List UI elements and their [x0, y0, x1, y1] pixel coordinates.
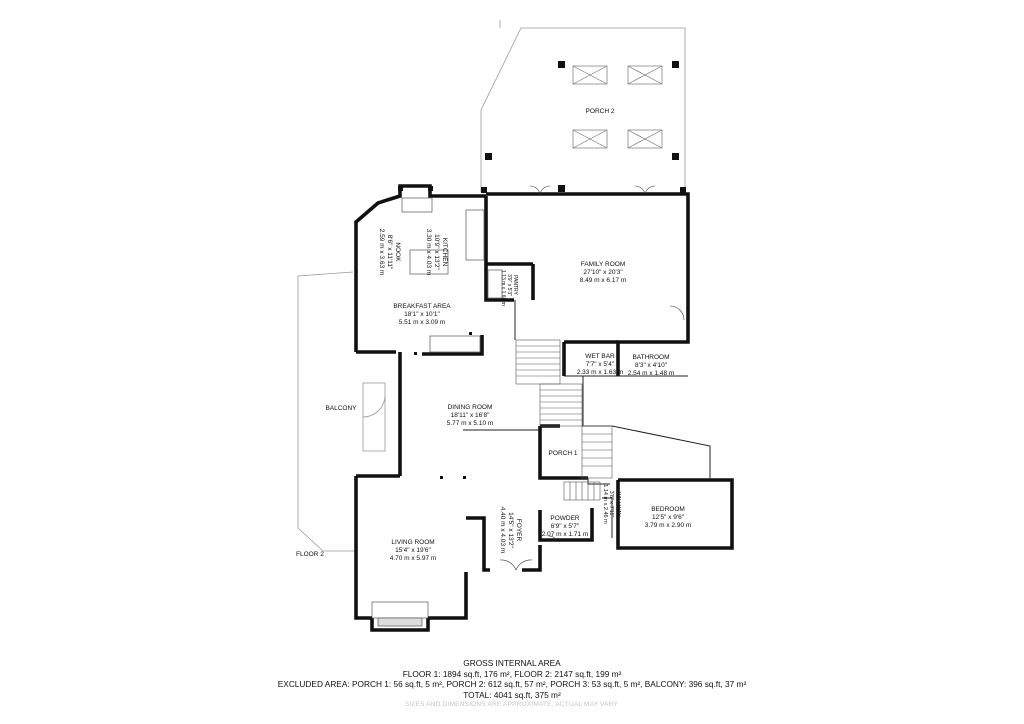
room-dim-metric: 1.14 m x 2.46 m: [602, 484, 608, 524]
room-dim-imperial: 27'10" x 20'3": [583, 269, 623, 276]
room-name: LIVING ROOM: [391, 539, 435, 546]
room-dim-imperial: 3'8" x 7'11": [608, 490, 615, 518]
room-dim-imperial: 10'9" x 13'2": [433, 234, 440, 270]
fireplace: [371, 601, 429, 627]
room-dim-imperial: 6'9" x 5'7": [550, 523, 580, 530]
room-dim-imperial: 14'5" x 13'2": [507, 512, 514, 548]
walls: [354, 184, 734, 632]
room-label-family-room: FAMILY ROOM 27'10" x 20'3" 8.49 m x 6.17…: [568, 261, 638, 285]
room-label-pantry: PANTRY 3'9" x 5'3" 1.13 m x 1.60 m: [500, 270, 518, 306]
doors: [499, 185, 685, 571]
room-dim-imperial: 15'4" x 19'6": [395, 547, 431, 554]
room-dim-imperial: 3'9" x 5'3": [506, 274, 512, 296]
room-name: BREAKFAST AREA: [393, 303, 451, 310]
room-name: PANTRY: [512, 275, 518, 295]
room-dim-metric: 2.33 m x 1.63 m: [576, 369, 624, 376]
stairs: [515, 339, 613, 501]
room-dim-imperial: 12'5" x 9'6": [651, 514, 685, 521]
room-name: NOOK: [394, 242, 401, 262]
summary-total: TOTAL: 4041 sq.ft, 375 m²: [463, 689, 561, 700]
room-name: BATHROOM: [632, 354, 670, 361]
room-dim-metric: 8.49 m x 6.17 m: [579, 277, 627, 284]
room-label-hallway: HALLWAY 3'8" x 7'11" 1.14 m x 2.46 m: [602, 483, 621, 525]
room-dim-imperial: 7'7" x 5'4": [585, 361, 615, 368]
room-name: FAMILY ROOM: [580, 261, 626, 268]
room-name: FOYER: [515, 518, 522, 542]
room-dim-metric: 5.51 m x 3.09 m: [398, 319, 446, 326]
room-dim-metric: 2.07 m x 1.71 m: [541, 531, 589, 538]
disclaimer: SIZES AND DIMENSIONS ARE APPROXIMATE, AC…: [404, 701, 620, 709]
room-dim-imperial: 8'6" x 11'11": [386, 234, 393, 270]
room-label-kitchen: KITCHEN 10'9" x 13'2" 3.30 m x 4.03 m: [424, 222, 448, 282]
porch-posts: [485, 61, 679, 192]
room-name: POWDER: [550, 515, 580, 522]
room-label-balcony: BALCONY: [318, 405, 364, 413]
room-dim-imperial: 18'1" x 10'1": [404, 311, 440, 318]
room-name: PORCH 1: [548, 450, 578, 457]
summary-floors: FLOOR 1: 1894 sq.ft, 176 m², FLOOR 2: 21…: [402, 668, 622, 679]
room-label-breakfast-area: BREAKFAST AREA 18'1" x 10'1" 5.51 m x 3.…: [387, 303, 457, 327]
room-dim-imperial: 18'11" x 16'8": [450, 412, 490, 419]
room-dim-metric: 3.79 m x 2.90 m: [644, 522, 692, 529]
summary-title: GROSS INTERNAL AREA: [463, 658, 561, 668]
room-label-bedroom: BEDROOM 12'5" x 9'6" 3.79 m x 2.90 m: [638, 506, 698, 530]
porch2-outline: [480, 20, 686, 192]
room-label-foyer: FOYER 14'5" x 13'2" 4.40 m x 4.03 m: [498, 503, 522, 557]
kitchen-counters: [401, 197, 503, 353]
summary-excluded: EXCLUDED AREA: PORCH 1: 56 sq.ft, 5 m², …: [277, 679, 747, 690]
room-label-powder: POWDER 6'9" x 5'7" 2.07 m x 1.71 m: [541, 515, 589, 539]
room-name: BEDROOM: [651, 506, 685, 513]
porch2-skylights: [572, 65, 663, 149]
room-name: PORCH 2: [585, 108, 615, 115]
room-dim-metric: 4.70 m x 5.97 m: [389, 555, 437, 562]
balcony-outline: [297, 271, 386, 552]
room-label-porch2: PORCH 2: [575, 108, 625, 116]
room-dim-metric: 1.13 m x 1.60 m: [500, 270, 506, 306]
room-dim-metric: 5.77 m x 5.10 m: [446, 420, 494, 427]
room-dim-metric: 2.59 m x 3.63 m: [378, 228, 385, 276]
room-name: KITCHEN: [441, 237, 448, 267]
floor-2-label: FLOOR 2: [296, 551, 324, 558]
column-marks: [398, 186, 686, 479]
room-label-wet-bar: WET BAR 7'7" x 5'4" 2.33 m x 1.63 m: [575, 353, 625, 377]
room-dim-metric: 4.40 m x 4.03 m: [499, 506, 506, 554]
room-label-bathroom: BATHROOM 8'3" x 4'10" 2.54 m x 1.48 m: [622, 354, 680, 378]
room-label-nook: NOOK 8'6" x 11'11" 2.59 m x 3.63 m: [377, 222, 401, 282]
area-summary: GROSS INTERNAL AREA FLOOR 1: 1894 sq.ft,…: [0, 658, 1024, 711]
room-name: DINING ROOM: [447, 404, 493, 411]
room-name: WET BAR: [585, 353, 615, 360]
room-dim-metric: 3.30 m x 4.03 m: [425, 228, 432, 276]
room-name: HALLWAY: [615, 491, 621, 517]
room-label-living-room: LIVING ROOM 15'4" x 19'6" 4.70 m x 5.97 …: [382, 539, 444, 563]
room-label-porch1: PORCH 1: [540, 450, 586, 458]
room-name: BALCONY: [325, 405, 357, 412]
room-label-dining-room: DINING ROOM 18'11" x 16'8" 5.77 m x 5.10…: [435, 404, 505, 428]
room-dim-metric: 2.54 m x 1.48 m: [627, 370, 675, 377]
room-dim-imperial: 8'3" x 4'10": [634, 362, 668, 369]
